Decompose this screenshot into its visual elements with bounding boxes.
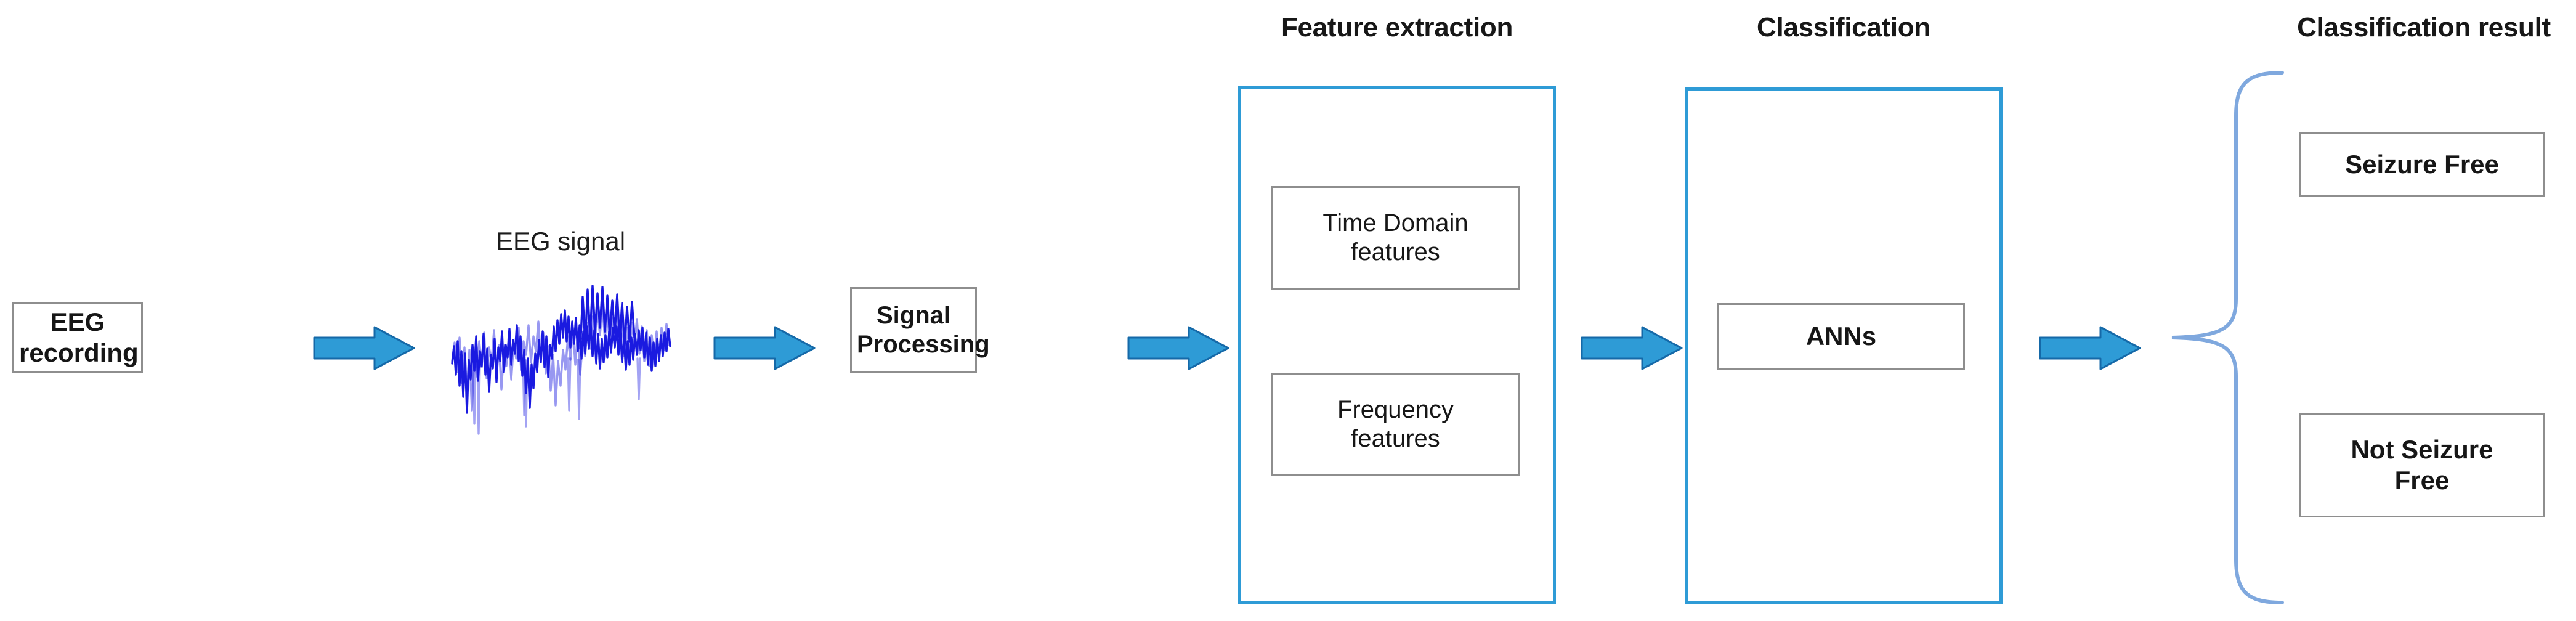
frequency-features-box[interactable]: Frequency features — [1271, 373, 1520, 476]
classification-result-header: Classification result — [2297, 12, 2551, 43]
time-domain-features-box[interactable]: Time Domain features — [1271, 186, 1520, 290]
signal-processing-line2: Processing — [857, 331, 990, 358]
feature-extraction-panel — [1238, 86, 1556, 604]
frequency-line1: Frequency — [1337, 396, 1454, 423]
not-seizure-free-line1: Not Seizure — [2351, 435, 2493, 465]
time-domain-line1: Time Domain — [1322, 209, 1468, 237]
signal-processing-line1: Signal — [876, 301, 951, 329]
not-seizure-free-label: Not Seizure Free — [2301, 434, 2543, 495]
arrow-features-to-classification — [1581, 325, 1683, 371]
seizure-free-box[interactable]: Seizure Free — [2299, 132, 2545, 197]
eeg-recording-box[interactable]: EEG recording — [12, 302, 143, 373]
seizure-free-label: Seizure Free — [2345, 150, 2499, 179]
anns-label: ANNs — [1805, 322, 1877, 351]
time-domain-line2: features — [1351, 238, 1440, 266]
not-seizure-free-line2: Free — [2394, 466, 2450, 495]
eeg-signal-waveform-icon — [447, 269, 674, 436]
eeg-signal-caption: EEG signal — [495, 227, 626, 256]
signal-processing-box[interactable]: Signal Processing — [850, 287, 990, 373]
arrow-recording-to-signal — [313, 325, 415, 371]
feature-extraction-header: Feature extraction — [1281, 12, 1513, 43]
signal-processing-label: Signal Processing — [852, 301, 990, 359]
frequency-features-label: Frequency features — [1273, 396, 1518, 453]
anns-box[interactable]: ANNs — [1717, 303, 1965, 370]
arrow-processing-to-features — [1127, 325, 1229, 371]
eeg-recording-label: EEG recording — [19, 307, 139, 367]
frequency-line2: features — [1351, 425, 1440, 452]
arrow-classification-to-result — [2039, 325, 2141, 371]
result-brace-icon — [2156, 62, 2291, 610]
time-domain-features-label: Time Domain features — [1273, 209, 1518, 267]
classification-header: Classification — [1757, 12, 1930, 43]
arrow-signal-to-processing — [713, 325, 816, 371]
not-seizure-free-box[interactable]: Not Seizure Free — [2299, 413, 2545, 518]
